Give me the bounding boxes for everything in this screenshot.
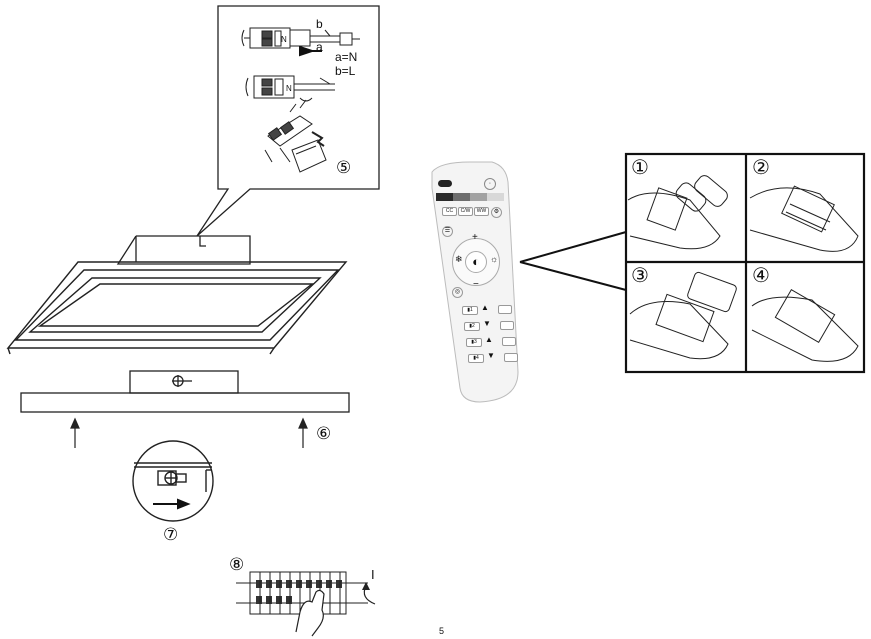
group-button-3[interactable]: ▮3 bbox=[466, 338, 482, 347]
color-swatch-bar bbox=[436, 193, 504, 201]
driver-housing bbox=[116, 235, 251, 265]
legend-neutral: a=N bbox=[335, 50, 358, 64]
power-button[interactable] bbox=[438, 180, 452, 187]
connector-diagram-2 bbox=[245, 75, 335, 102]
step-7-label: ⑦ bbox=[163, 525, 179, 545]
ww-button[interactable]: WW bbox=[474, 207, 489, 216]
battery-step-1: ① bbox=[631, 155, 649, 179]
label-b: b bbox=[316, 17, 323, 31]
breaker-on-mark: I bbox=[371, 567, 375, 582]
mode-icon[interactable]: ◎ bbox=[452, 287, 463, 298]
toggle-button-3[interactable] bbox=[502, 337, 516, 346]
connector-diagram-3 bbox=[264, 99, 327, 173]
menu-icon[interactable]: ☰ bbox=[442, 226, 453, 237]
battery-step-2: ② bbox=[752, 155, 770, 179]
callout-lines bbox=[519, 231, 627, 291]
connector-diagram-1 bbox=[241, 27, 360, 49]
settings-icon[interactable]: ⚙ bbox=[491, 207, 502, 218]
screw-detail-circle bbox=[132, 440, 214, 522]
battery-drawing-4 bbox=[751, 288, 859, 362]
battery-drawing-1 bbox=[627, 175, 728, 250]
wiring-callout-frame bbox=[196, 5, 380, 237]
arrow-left-icon bbox=[299, 45, 322, 57]
label-a: a bbox=[316, 40, 323, 54]
battery-step-3: ③ bbox=[631, 263, 649, 287]
circuit-breaker bbox=[236, 571, 368, 615]
arrow-up-icon bbox=[70, 417, 308, 448]
side-view bbox=[20, 370, 350, 413]
dial-center[interactable]: ◐ bbox=[465, 251, 487, 273]
panel-light bbox=[6, 261, 348, 355]
terminal-mark-1: N bbox=[281, 35, 287, 44]
terminal-mark-2: N bbox=[286, 84, 292, 93]
power-icon[interactable]: ◦ bbox=[484, 178, 496, 190]
group-button-4[interactable]: ▮4 bbox=[468, 354, 484, 363]
up-arrow-button-2[interactable]: ▲ bbox=[485, 335, 493, 344]
step-6-label: ⑥ bbox=[316, 424, 332, 444]
hand-icon bbox=[295, 589, 325, 637]
up-arrow-button[interactable]: ▲ bbox=[481, 303, 489, 312]
group-button-2[interactable]: ▮2 bbox=[464, 322, 480, 331]
down-arrow-button[interactable]: ▼ bbox=[483, 319, 491, 328]
warm-light-icon[interactable]: ☼ bbox=[490, 254, 499, 264]
cw-button[interactable]: C/W bbox=[458, 207, 473, 216]
toggle-button-2[interactable] bbox=[500, 321, 514, 330]
toggle-button-1[interactable] bbox=[498, 305, 512, 314]
battery-step-4: ④ bbox=[752, 263, 770, 287]
battery-drawing-3 bbox=[629, 271, 737, 360]
cold-light-icon[interactable]: ❄ bbox=[455, 254, 463, 264]
down-arrow-button-2[interactable]: ▼ bbox=[487, 351, 495, 360]
toggle-button-4[interactable] bbox=[504, 353, 518, 362]
battery-drawing-2 bbox=[749, 185, 859, 252]
battery-panel bbox=[624, 152, 866, 374]
legend-live: b=L bbox=[335, 64, 356, 78]
arrow-right-icon bbox=[153, 498, 191, 510]
cc-button[interactable]: CC bbox=[442, 207, 457, 216]
minus-button[interactable]: − bbox=[473, 279, 479, 290]
page-number: 5 bbox=[439, 626, 445, 636]
step-8-label: ⑧ bbox=[229, 555, 245, 575]
step-5-label: ⑤ bbox=[336, 158, 352, 178]
group-button-1[interactable]: ▮1 bbox=[462, 306, 478, 315]
plus-button[interactable]: + bbox=[472, 232, 478, 243]
